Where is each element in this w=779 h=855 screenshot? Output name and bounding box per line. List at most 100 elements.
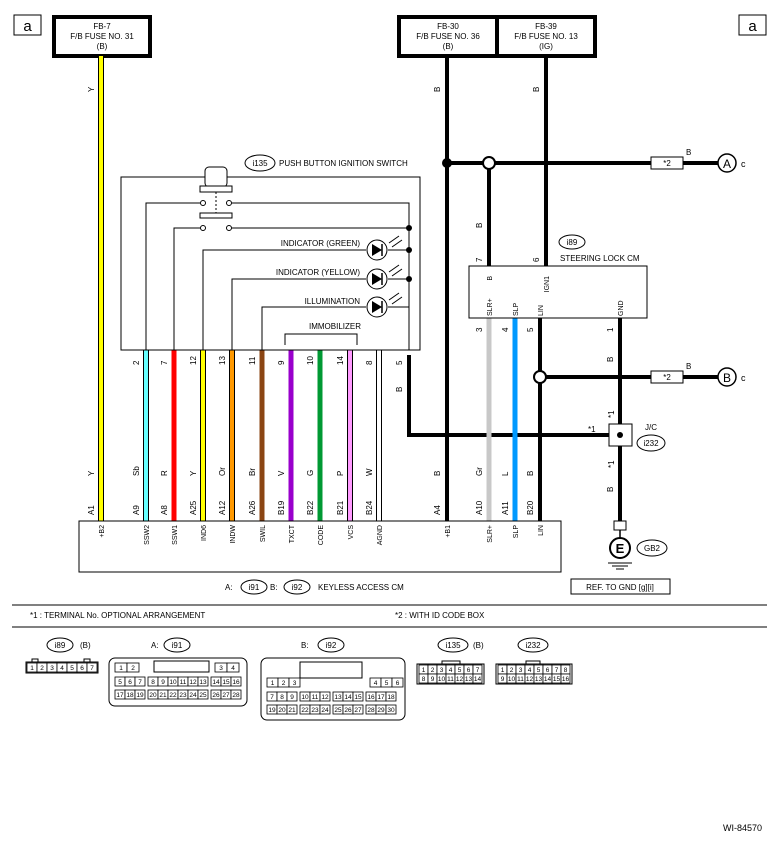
svg-text:11: 11: [248, 356, 257, 365]
svg-text:c: c: [741, 373, 746, 383]
pin-number: 6: [546, 667, 550, 674]
svg-text:B: B: [526, 471, 535, 476]
led-illumination-icon: [366, 292, 403, 318]
pin-number: 6: [467, 667, 471, 674]
svg-text:VCS: VCS: [348, 525, 355, 540]
pin-number: 5: [70, 665, 74, 672]
svg-text:SLR+: SLR+: [487, 298, 494, 316]
pin-number: 5: [118, 679, 122, 686]
svg-text:L: L: [501, 471, 510, 476]
svg-text:5: 5: [526, 327, 535, 332]
svg-text:5: 5: [395, 360, 404, 365]
svg-text:B: B: [723, 371, 731, 385]
svg-text:Sb: Sb: [132, 466, 141, 476]
svg-text:P: P: [336, 471, 345, 476]
svg-text:B: B: [433, 471, 442, 476]
svg-text:LIN: LIN: [538, 305, 545, 316]
pin-number: 20: [278, 707, 286, 714]
pin-cell: [126, 662, 140, 673]
pin-number: 5: [385, 680, 389, 687]
svg-text:GND: GND: [618, 300, 625, 316]
pin-number: 4: [528, 667, 532, 674]
svg-text:A11: A11: [501, 501, 510, 515]
svg-text:SWIL: SWIL: [260, 525, 267, 542]
push-button-ignition-switch: i135 PUSH BUTTON IGNITION SWITCH: [120, 154, 421, 392]
svg-text:B21: B21: [336, 500, 345, 515]
pin-number: 2: [40, 665, 44, 672]
svg-text:i91: i91: [172, 641, 183, 650]
svg-text:7: 7: [475, 257, 484, 262]
svg-text:B: B: [487, 276, 494, 281]
svg-text:IMMOBILIZER: IMMOBILIZER: [309, 322, 361, 331]
pin-number: 1: [119, 665, 123, 672]
pin-number: 14: [212, 679, 220, 686]
led-indicator-green-icon: [366, 235, 403, 261]
svg-text:Y: Y: [189, 470, 198, 476]
svg-text:*1: *1: [607, 410, 616, 418]
svg-text:*2: *2: [663, 159, 671, 168]
pin-cell: [352, 704, 364, 715]
svg-text:SSW2: SSW2: [144, 525, 151, 545]
pin-cell: [319, 691, 331, 702]
svg-text:8: 8: [365, 360, 374, 365]
pin-number: 25: [334, 707, 342, 714]
svg-text:i135: i135: [445, 641, 461, 650]
pin-number: 24: [321, 707, 329, 714]
svg-text:SLP: SLP: [513, 302, 520, 316]
svg-text:B: B: [686, 362, 691, 371]
pin-number: 19: [136, 692, 144, 699]
pin-number: 3: [50, 665, 54, 672]
pin-number: 3: [219, 665, 223, 672]
pin-number: 15: [222, 679, 230, 686]
svg-text:12: 12: [189, 356, 198, 365]
svg-text:AGND: AGND: [377, 525, 384, 545]
svg-text:FB-7: FB-7: [93, 22, 111, 31]
figure-id: WI-84570: [723, 823, 762, 833]
pin-number: 14: [344, 694, 352, 701]
pin-number: 9: [290, 694, 294, 701]
svg-text:R: R: [160, 470, 169, 476]
svg-text:FB-30: FB-30: [437, 22, 459, 31]
svg-text:ILLUMINATION: ILLUMINATION: [305, 297, 361, 306]
pin-number: 1: [501, 667, 505, 674]
pin-number: 9: [501, 676, 505, 683]
svg-text:7: 7: [160, 360, 169, 365]
svg-text:Br: Br: [248, 468, 257, 476]
svg-text:14: 14: [336, 356, 345, 365]
svg-text:Y: Y: [87, 86, 96, 92]
pin-number: 21: [159, 692, 167, 699]
svg-text:STEERING LOCK CM: STEERING LOCK CM: [560, 254, 640, 263]
pin-number: 8: [280, 694, 284, 701]
svg-text:2: 2: [132, 360, 141, 365]
pin-number: 27: [222, 692, 230, 699]
svg-text:G: G: [306, 470, 315, 476]
pin-number: 7: [138, 679, 142, 686]
pin-number: 26: [212, 692, 220, 699]
pin-cell: [230, 689, 242, 700]
svg-text:B: B: [433, 87, 442, 92]
svg-text:Y: Y: [87, 470, 96, 476]
splice-open: [533, 370, 547, 384]
svg-text:+B2: +B2: [99, 525, 106, 538]
svg-text:3: 3: [475, 327, 484, 332]
pin-number: 13: [465, 676, 473, 683]
pin-number: 7: [90, 665, 94, 672]
pin-number: 25: [199, 692, 207, 699]
svg-text:(B): (B): [80, 641, 91, 650]
pin-cell: [86, 662, 98, 673]
svg-text:B20: B20: [526, 500, 535, 515]
pin-cell: [319, 704, 331, 715]
pin-number: 4: [449, 667, 453, 674]
pin-number: 21: [288, 707, 296, 714]
svg-text:1: 1: [606, 327, 615, 332]
pin-number: 15: [354, 694, 362, 701]
svg-text:CODE: CODE: [318, 525, 325, 546]
svg-text:INDICATOR (GREEN): INDICATOR (GREEN): [281, 239, 361, 248]
svg-text:IGN1: IGN1: [544, 276, 551, 292]
pin-cell: [286, 704, 298, 715]
pin-number: 2: [510, 667, 514, 674]
svg-text:A1: A1: [87, 505, 96, 515]
